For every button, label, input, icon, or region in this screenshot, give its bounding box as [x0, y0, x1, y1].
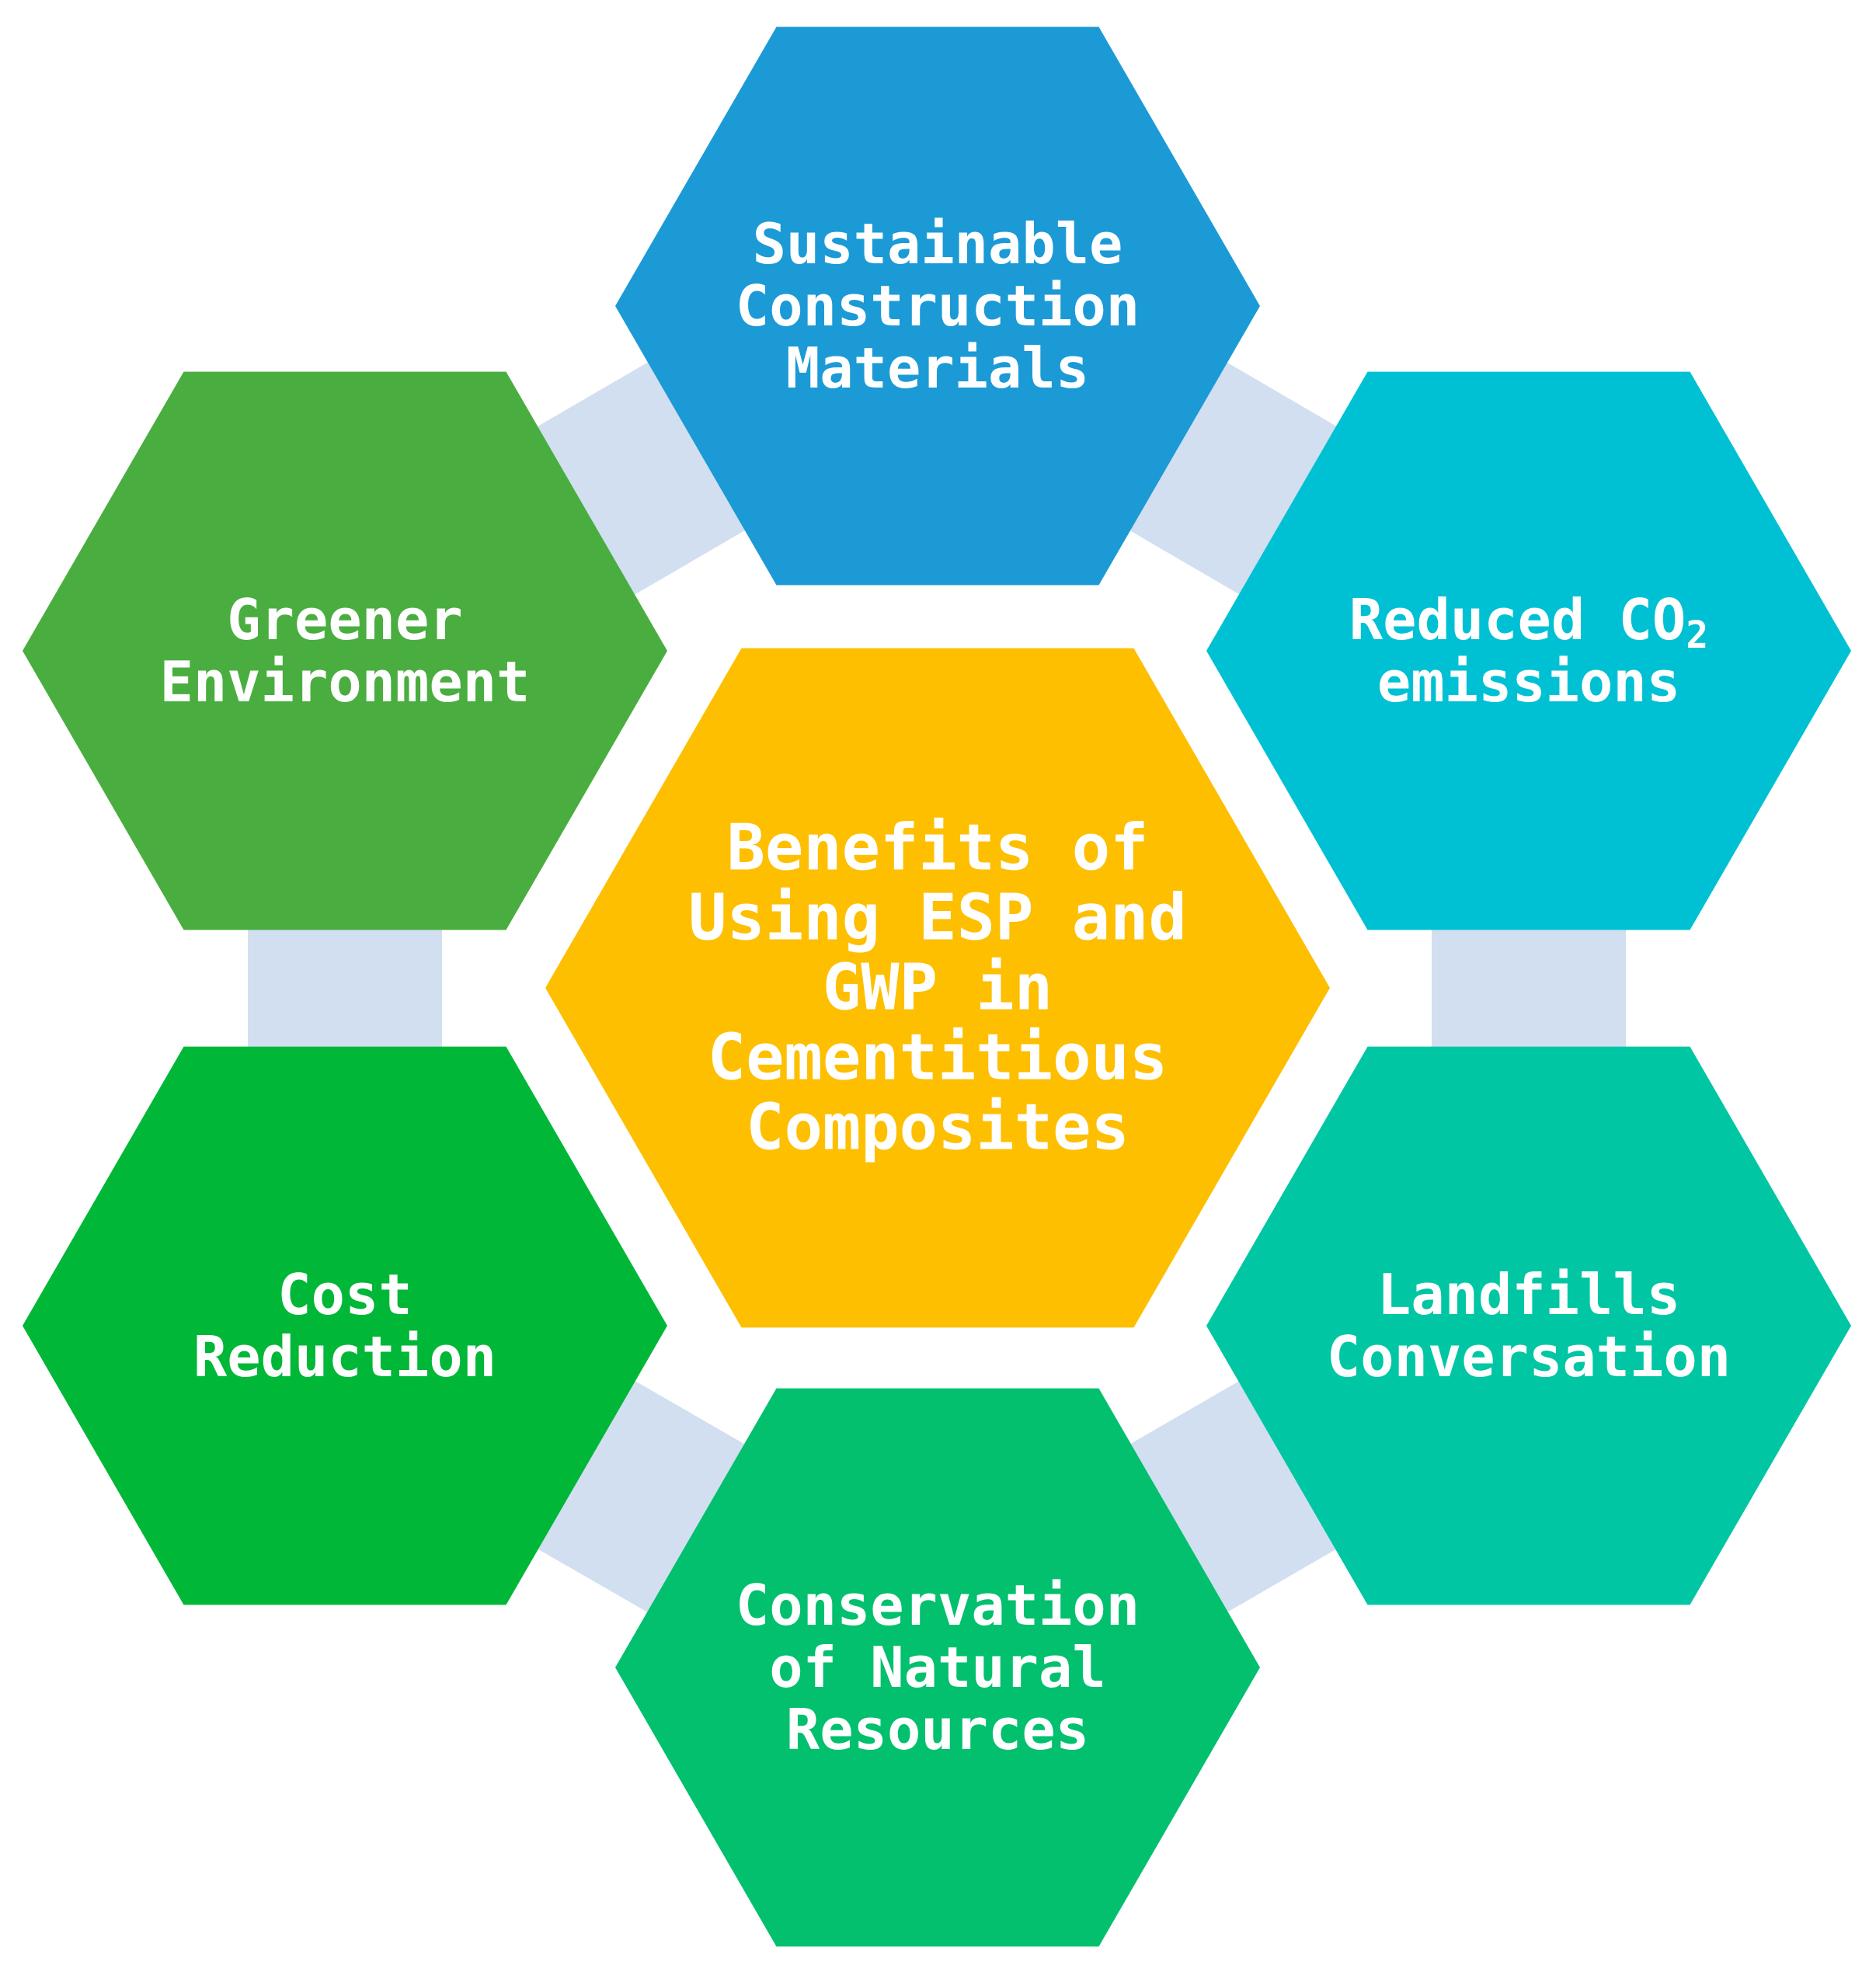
hexagon-shape — [1206, 371, 1851, 930]
hexagon-shape — [23, 1046, 667, 1605]
hexagon-shape — [23, 371, 667, 930]
center-hexagon-shape — [545, 648, 1330, 1328]
hexagon-shape — [1206, 1046, 1851, 1605]
hexagon-shape — [615, 26, 1260, 586]
subscript-text: 2 — [1686, 614, 1708, 657]
hexagon-shape — [615, 1388, 1260, 1947]
